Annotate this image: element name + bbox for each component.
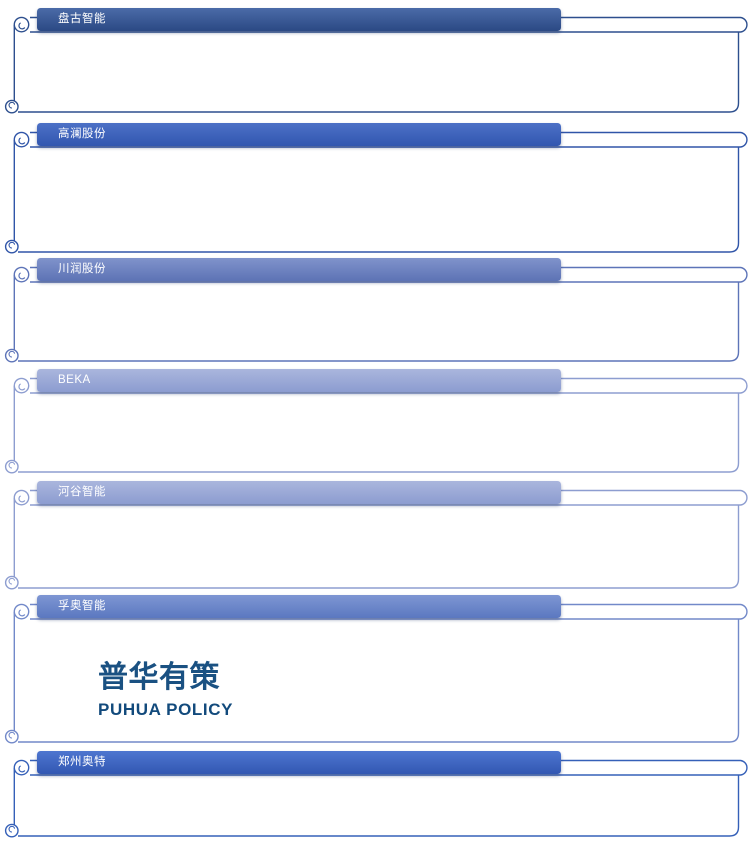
company-scroll-section: 河谷智能: [0, 481, 751, 598]
company-header-bar: 孚奥智能: [37, 595, 561, 618]
company-name-label: 盘古智能: [58, 13, 106, 25]
company-name-label: 孚奥智能: [58, 600, 106, 612]
company-scroll-section: 盘古智能: [0, 8, 751, 122]
company-scroll-section: 郑州奥特: [0, 751, 751, 846]
company-scroll-section: 川润股份: [0, 258, 751, 371]
company-header-bar: 盘古智能: [37, 8, 561, 31]
company-scroll-section: BEKA: [0, 369, 751, 482]
company-name-label: 郑州奥特: [58, 756, 106, 768]
company-scroll-section: 高澜股份: [0, 123, 751, 262]
company-header-bar: 高澜股份: [37, 123, 561, 146]
company-name-label: 川润股份: [58, 263, 106, 275]
company-header-bar: 川润股份: [37, 258, 561, 281]
company-header-bar: 郑州奥特: [37, 751, 561, 774]
company-name-label: 高澜股份: [58, 128, 106, 140]
scroll-shape: [4, 603, 748, 744]
company-header-bar: 河谷智能: [37, 481, 561, 504]
company-header-bar: BEKA: [37, 369, 561, 392]
company-name-label: 河谷智能: [58, 486, 106, 498]
company-name-label: BEKA: [58, 374, 91, 386]
company-scroll-section: 孚奥智能: [0, 595, 751, 752]
